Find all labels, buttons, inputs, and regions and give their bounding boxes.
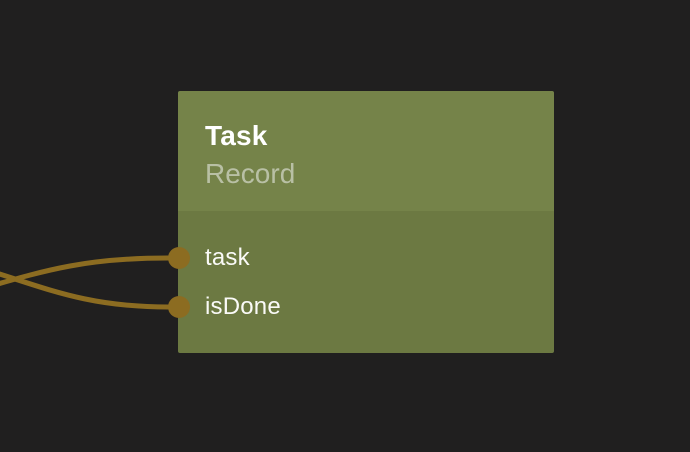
port-label-isdone: isDone — [205, 292, 281, 320]
node-body: task isDone — [178, 211, 554, 353]
connection-wire-isdone[interactable] — [0, 265, 171, 310]
node-task[interactable]: Task Record task isDone — [178, 91, 554, 353]
port-connector-task[interactable] — [168, 247, 190, 269]
port-label-task: task — [205, 243, 250, 271]
port-row-isdone[interactable]: isDone — [178, 282, 554, 331]
node-subtitle: Record — [205, 158, 296, 189]
node-header[interactable]: Task Record — [178, 91, 554, 211]
connection-wire-task[interactable] — [0, 255, 171, 292]
port-row-task[interactable]: task — [178, 233, 554, 282]
node-title: Task — [205, 120, 268, 151]
port-connector-isdone[interactable] — [168, 296, 190, 318]
